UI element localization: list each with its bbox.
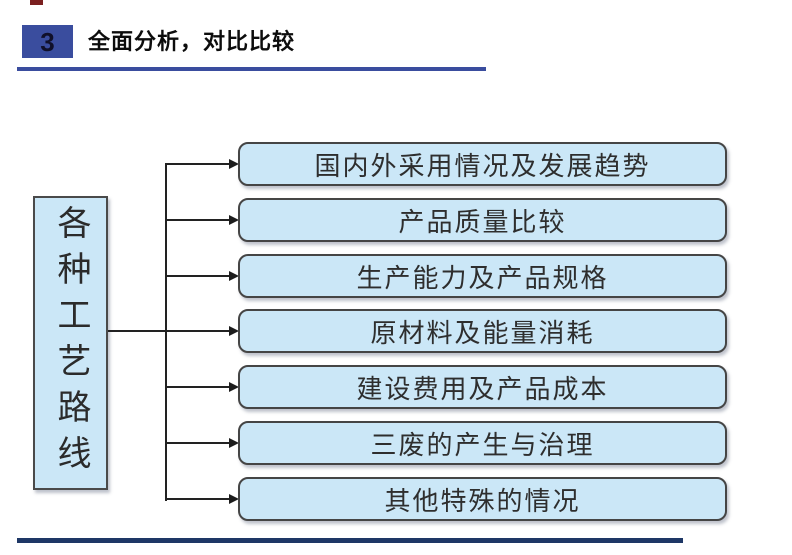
arrowhead-icon xyxy=(229,494,239,504)
branch-node-label: 其他特殊的情况 xyxy=(384,486,581,516)
connector-stem-line xyxy=(108,330,230,332)
section-number-badge: 3 xyxy=(22,25,73,58)
connector-line xyxy=(166,163,230,165)
branch-node: 原材料及能量消耗 xyxy=(238,309,727,353)
arrowhead-icon xyxy=(229,271,239,281)
branch-row: 其他特殊的情况 xyxy=(0,477,792,521)
connector-trunk-line xyxy=(165,163,167,501)
connector-line xyxy=(166,219,230,221)
branch-node-label: 原材料及能量消耗 xyxy=(370,318,595,348)
connector-line xyxy=(166,498,230,500)
connector-line xyxy=(166,275,230,277)
arrowhead-icon xyxy=(229,215,239,225)
branch-node: 产品质量比较 xyxy=(238,198,727,242)
header-underline xyxy=(17,67,486,71)
branch-node-label: 生产能力及产品规格 xyxy=(356,263,609,293)
branch-row: 建设费用及产品成本 xyxy=(0,365,792,409)
arrowhead-icon xyxy=(229,438,239,448)
root-node: 各种工艺路线 xyxy=(33,196,108,490)
branch-node: 国内外采用情况及发展趋势 xyxy=(238,142,727,186)
branch-node: 生产能力及产品规格 xyxy=(238,254,727,298)
connector-line xyxy=(166,386,230,388)
branch-node-label: 建设费用及产品成本 xyxy=(356,374,609,404)
arrowhead-icon xyxy=(229,159,239,169)
root-node-label: 各种工艺路线 xyxy=(52,205,89,481)
slide-title: 全面分析，对比比较 xyxy=(88,29,296,54)
branch-node: 三废的产生与治理 xyxy=(238,421,727,465)
branch-row: 产品质量比较 xyxy=(0,198,792,242)
branch-row: 原材料及能量消耗 xyxy=(0,309,792,353)
arrowhead-icon xyxy=(229,326,239,336)
arrowhead-icon xyxy=(229,382,239,392)
top-crop-artifact xyxy=(30,0,43,5)
footer-line xyxy=(17,538,683,543)
branch-node: 其他特殊的情况 xyxy=(238,477,727,521)
connector-line xyxy=(166,442,230,444)
branch-node-label: 国内外采用情况及发展趋势 xyxy=(314,151,651,181)
branch-row: 国内外采用情况及发展趋势 xyxy=(0,142,792,186)
branch-node: 建设费用及产品成本 xyxy=(238,365,727,409)
branch-row: 三废的产生与治理 xyxy=(0,421,792,465)
branch-node-label: 产品质量比较 xyxy=(398,207,567,237)
branch-node-label: 三废的产生与治理 xyxy=(370,430,595,460)
section-number: 3 xyxy=(40,26,55,57)
branch-row: 生产能力及产品规格 xyxy=(0,254,792,298)
